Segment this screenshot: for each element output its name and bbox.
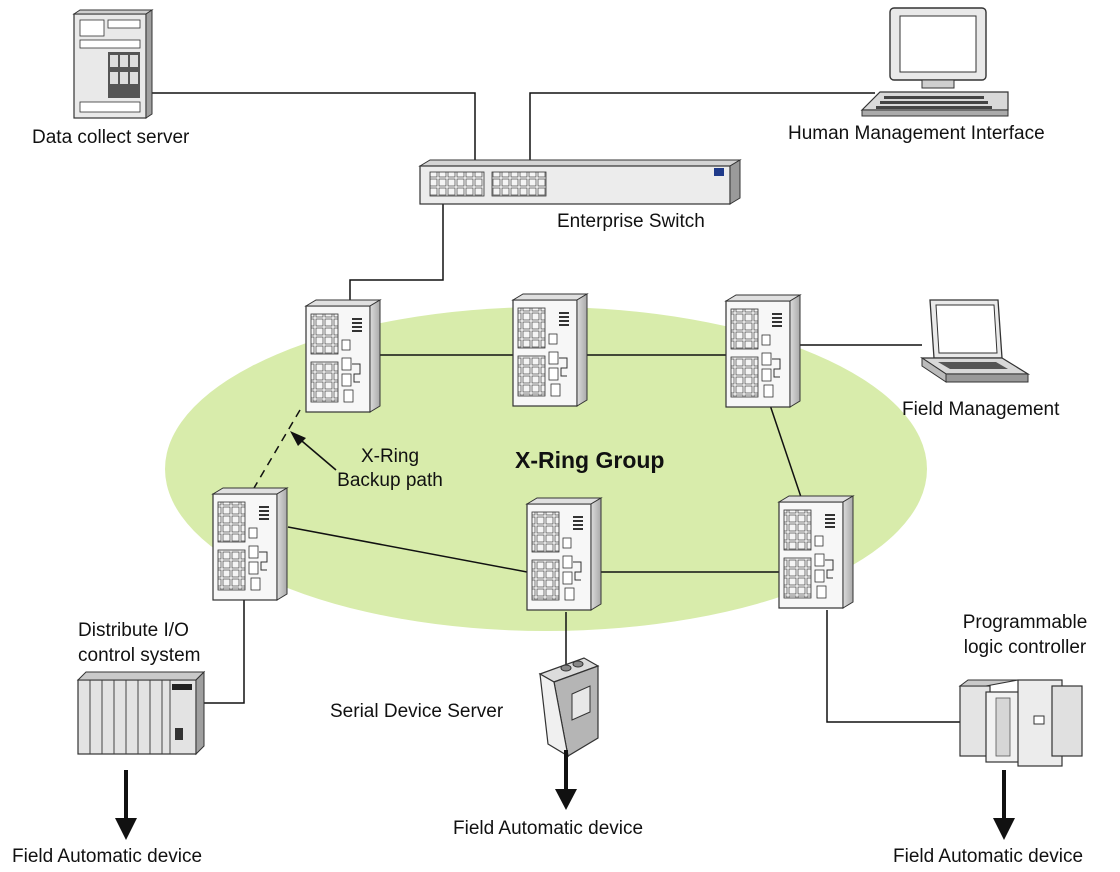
field-device-label-right: Field Automatic device	[893, 846, 1084, 867]
ring-title: X-Ring Group	[515, 447, 665, 473]
backup-path-arrow	[290, 431, 337, 471]
dio-control-system-icon	[76, 670, 206, 756]
link-ring-3-6	[769, 404, 803, 501]
hmi-computer-icon	[860, 7, 1009, 117]
ring-switch-1	[305, 299, 381, 413]
data-server-label: Data collect server	[32, 127, 190, 148]
link-switch-ring	[349, 203, 444, 302]
enterprise-switch-label: Enterprise Switch	[557, 211, 705, 232]
serial-device-server-icon	[538, 657, 600, 758]
plc-icon	[958, 679, 1083, 767]
dio-label-line1: Distribute I/O	[78, 620, 189, 641]
plc-label-line2: logic controller	[963, 637, 1087, 658]
link-ring4-dio	[196, 598, 245, 704]
link-hmi-switch	[529, 92, 875, 160]
link-ring6-plc	[826, 610, 960, 723]
serial-server-label: Serial Device Server	[330, 701, 504, 722]
dio-label-line2: control system	[78, 645, 201, 666]
arrow-down-icon	[555, 750, 577, 810]
ring-switch-6	[778, 495, 854, 609]
link-server-switch	[145, 92, 476, 160]
laptop-icon	[920, 299, 1031, 383]
connection-lines	[145, 92, 960, 723]
ring-switch-4	[212, 487, 288, 601]
backup-path-label-line1: X-Ring	[360, 446, 420, 467]
field-device-label-left: Field Automatic device	[12, 846, 203, 867]
field-management-label: Field Management	[902, 399, 1060, 420]
ring-switch-2	[512, 293, 588, 407]
arrow-down-icon	[993, 770, 1015, 840]
link-ring-5-4	[287, 526, 528, 573]
backup-path-label-line2: Backup path	[337, 470, 443, 491]
plc-label-line1: Programmable	[962, 612, 1088, 633]
hmi-label: Human Management Interface	[788, 123, 1045, 144]
enterprise-switch-icon	[418, 159, 742, 205]
link-ring-backup	[253, 409, 301, 489]
ring-switch-5	[526, 497, 602, 611]
ring-switch-3	[725, 294, 801, 408]
arrow-down-icon	[115, 770, 137, 840]
field-device-label-center: Field Automatic device	[453, 818, 644, 839]
data-server-icon	[72, 9, 154, 119]
